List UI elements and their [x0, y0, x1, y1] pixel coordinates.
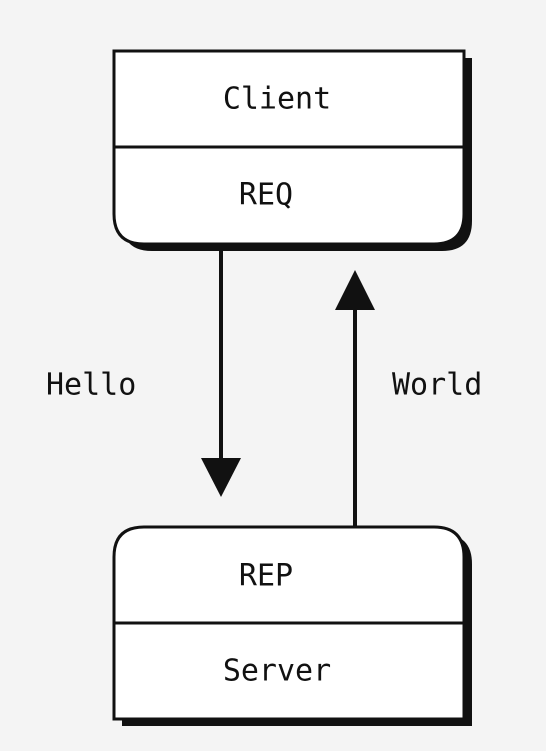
request-message-label: Hello	[46, 368, 136, 403]
client-socket-label: REQ	[239, 178, 293, 213]
request-arrow	[201, 244, 241, 497]
request-arrowhead	[201, 458, 241, 497]
client-block: Client REQ	[112, 49, 472, 251]
server-block: REP Server	[112, 525, 472, 726]
reply-arrowhead	[335, 270, 375, 310]
reply-arrow	[335, 270, 375, 527]
server-socket-label: REP	[239, 559, 293, 594]
reply-message-label: World	[392, 368, 482, 403]
server-title: Server	[223, 654, 331, 689]
client-title: Client	[223, 82, 331, 117]
